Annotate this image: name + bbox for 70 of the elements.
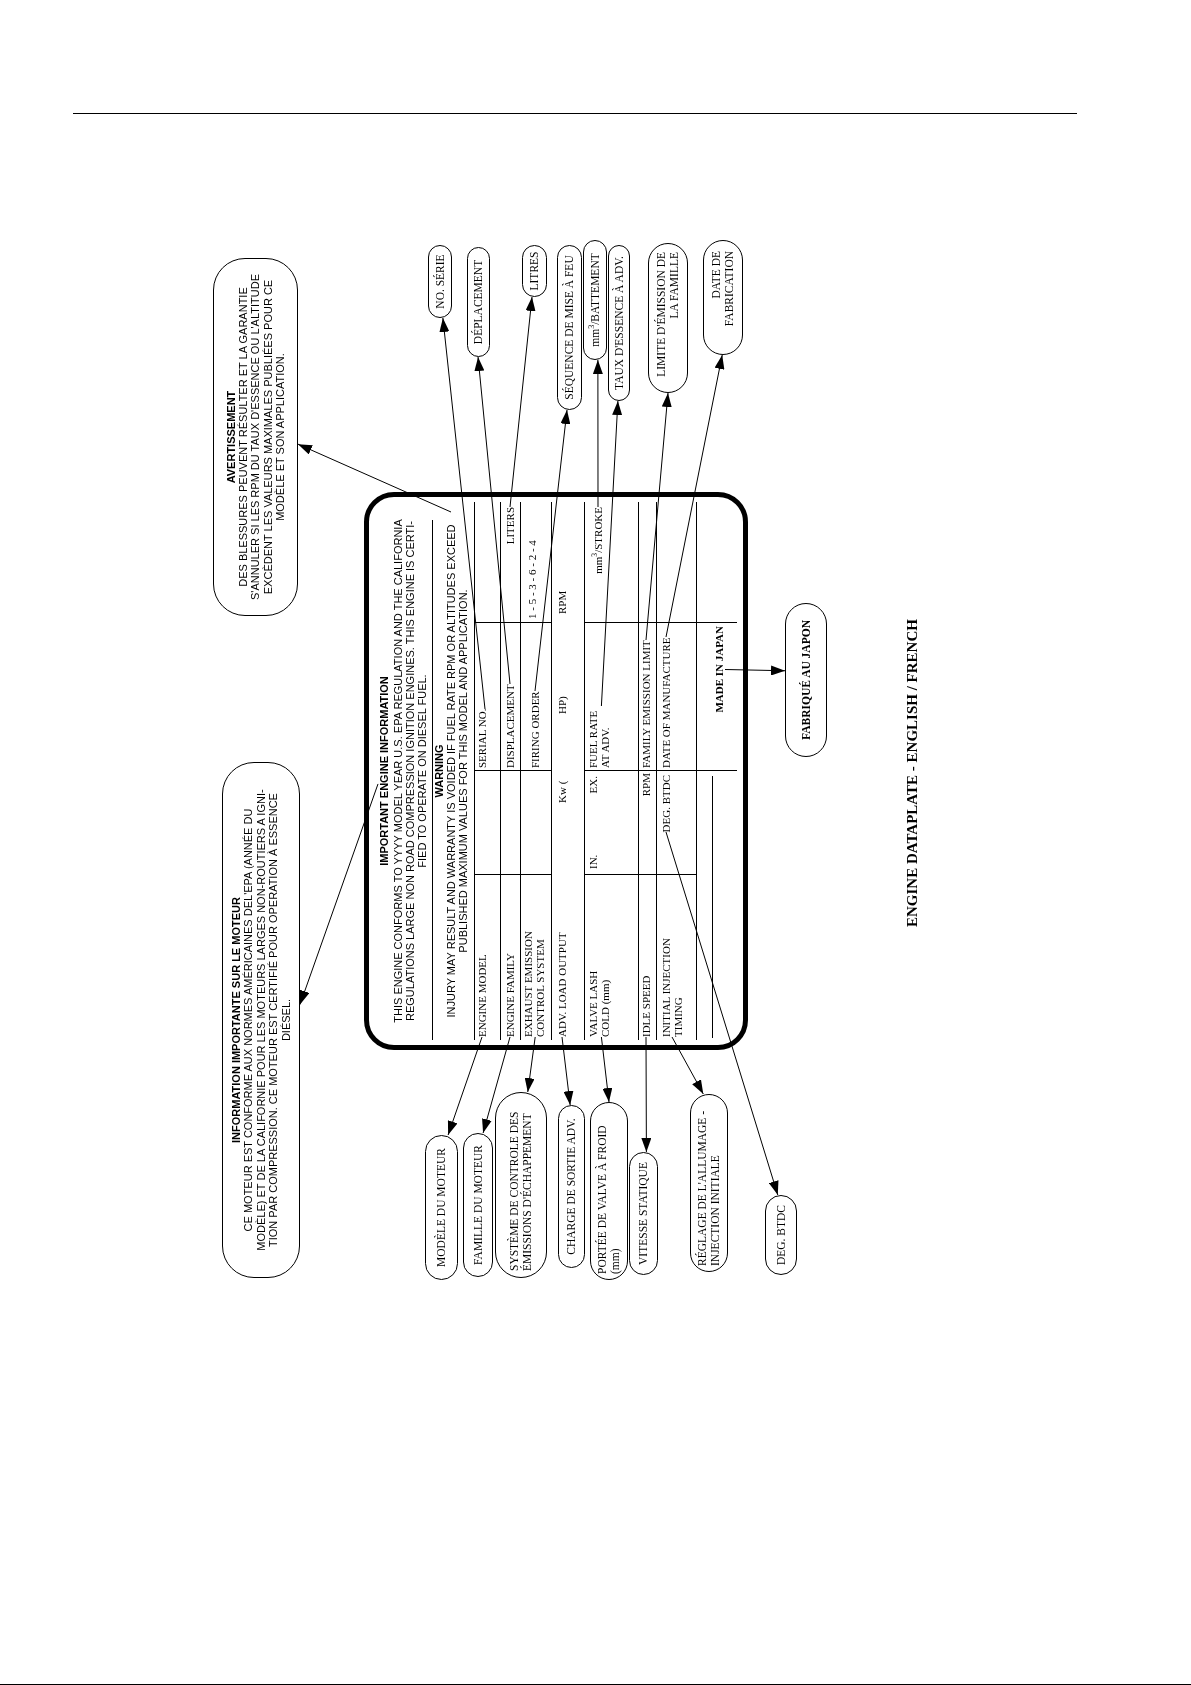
field-value: RPM	[556, 590, 568, 614]
data-plate	[364, 492, 748, 1050]
callout-bubble: VITESSE STATIQUE	[629, 1152, 658, 1275]
figure-caption: ENGINE DATAPLATE - ENGLISH / FRENCH	[903, 619, 921, 927]
callout-bubble: TAUX D'ESSENCE À ADV.	[608, 245, 630, 401]
callout-bubble: MODÈLE DU MOTEUR	[425, 1135, 458, 1280]
notice-text: DES BLESSURES PEUVENT RÉSULTER ET LA GARANTIE S'ANNULER SI LES RPM DU TAUX D'ESSENCE OU L'ALTITUDE EXCÈDENT LES VALEURS MAXIMALES PUBLIÉES POUR CE MODÈLE ET SON APPLICATION.	[236, 273, 287, 602]
leader-arrow	[297, 443, 452, 513]
leader-arrow	[482, 1036, 511, 1134]
leader-arrow	[592, 359, 603, 508]
leader-arrow	[524, 1036, 536, 1093]
plate-heading: WARNING	[433, 743, 445, 800]
field-label: LITERS	[504, 507, 516, 545]
field-value: Kw (	[556, 780, 568, 803]
field-label: DATE OF MANUFACTURE	[660, 637, 672, 768]
field-label: SERIAL NO.	[476, 708, 488, 768]
field-value: IN.	[587, 854, 599, 869]
notice-bubble	[222, 762, 300, 1278]
notice-heading: INFORMATION IMPORTANTE SUR LE MOTEUR	[230, 897, 242, 1143]
field-label: DEG. BTDC	[660, 775, 672, 833]
field-label: ENGINE MODEL	[476, 954, 488, 1037]
plate-text: THIS ENGINE CONFORMS TO YYYY MODEL YEAR U.S. EPA REGULATION AND THE CALIFORNIA REGULATIONS LARGE NON ROAD COMPRESSION IGNITION ENGINES. THIS ENGINE IS CERTI- FIED TO OPERATE ON DIESEL FUEL.	[392, 518, 428, 1025]
field-label: ENGINE FAMILY	[504, 953, 516, 1037]
leader-arrow	[474, 356, 511, 685]
field-label: EXHAUST EMISSION CONTROL SYSTEM	[522, 928, 546, 1037]
leader-arrow	[665, 354, 725, 638]
field-label: MADE IN JAPAN	[713, 626, 725, 713]
callout-bubble: FAMILLE DU MOTEUR	[463, 1133, 493, 1277]
field-value: 1 - 5 - 3 - 6 - 2 - 4	[526, 540, 538, 619]
leader-arrow	[534, 409, 571, 692]
leader-arrow	[641, 1036, 652, 1153]
field-label: IDLE SPEED	[640, 975, 652, 1037]
leader-arrow	[665, 831, 779, 1196]
callout-bubble: SÉQUENCE DE MISE À FEU	[557, 245, 582, 410]
leader-arrow	[671, 1036, 704, 1095]
leader-arrow	[439, 317, 486, 710]
field-value: RPM	[640, 773, 652, 797]
plate-heading: IMPORTANT ENGINE INFORMATION	[378, 675, 390, 868]
notice-bubble	[213, 258, 298, 616]
notice-heading: AVERTISSEMENT	[224, 390, 237, 484]
callout-bubble: DEG. BTDC	[765, 1195, 797, 1275]
leader-arrow	[724, 665, 786, 676]
callout-bubble: DATE DE FABRICATION	[703, 240, 743, 355]
leader-arrow	[600, 1036, 613, 1103]
callout-bubble: RÉGLAGE DE L'ALLUMAGE - INJECTION INITIALE	[690, 1094, 728, 1272]
callout-bubble: LITRES	[522, 245, 547, 297]
callout-bubble: DÉPLACEMENT	[467, 247, 490, 357]
leader-arrow	[299, 783, 379, 1005]
field-value: HP)	[556, 696, 568, 714]
leader-arrow	[561, 1036, 574, 1106]
field-label: VALVE LASH COLD (mm)	[587, 965, 611, 1037]
leader-arrow	[509, 296, 536, 508]
callout-bubble: LIMITE D'ÉMISSION DE LA FAMILLE	[648, 243, 688, 393]
field-label: DISPLACEMENT	[504, 684, 516, 768]
field-label: FUEL RATE AT ADV.	[587, 706, 611, 768]
leader-arrow	[600, 400, 623, 707]
callout-bubble: NO. SÉRIE	[428, 245, 452, 318]
leader-arrow	[447, 1036, 483, 1136]
callout-bubble: PORTÉE DE VALVE À FROID (mm)	[590, 1102, 628, 1280]
field-label: FAMILY EMISSION LIMIT	[640, 640, 652, 768]
field-value: EX.	[587, 776, 599, 794]
callout-bubble: CHARGE DE SORTIE ADV.	[558, 1105, 585, 1268]
field-label: ADV. LOAD OUTPUT	[556, 932, 568, 1037]
field-label: INITIAL INJECTION TIMING	[660, 934, 684, 1037]
field-label: FIRING ORDER	[529, 691, 541, 768]
callout-bubble: SYSTÈME DE CONTROLE DES ÉMISSIONS D'ÉCHAPPEMENT	[495, 1092, 547, 1278]
plate-text: INJURY MAY RESULT AND WARRANTY IS VOIDED IF FUEL RATE RPM OR ALTITUDES EXCEED PUBLISHED MAXIMUM VALUES FOR THIS MODEL AND APPLICATION.	[445, 523, 469, 1020]
leader-arrow	[645, 392, 672, 641]
callout-bubble: FABRIQUÉ AU JAPON	[785, 603, 827, 757]
notice-text: CE MOTEUR EST CONFORME AUX NORMES AMÉRICAINES DEL'EPA (ANNÉE DU MODÈLE) ET DE LA CALIFORNIE POUR LES MOTEURS LARGES NON-ROUTIERS A IGNI- TION PAR COMPRESSION. CE MOTEUR EST CERTIFIÉ POUR OPERATION À ESSENCE DIÉSEL.	[242, 788, 292, 1253]
